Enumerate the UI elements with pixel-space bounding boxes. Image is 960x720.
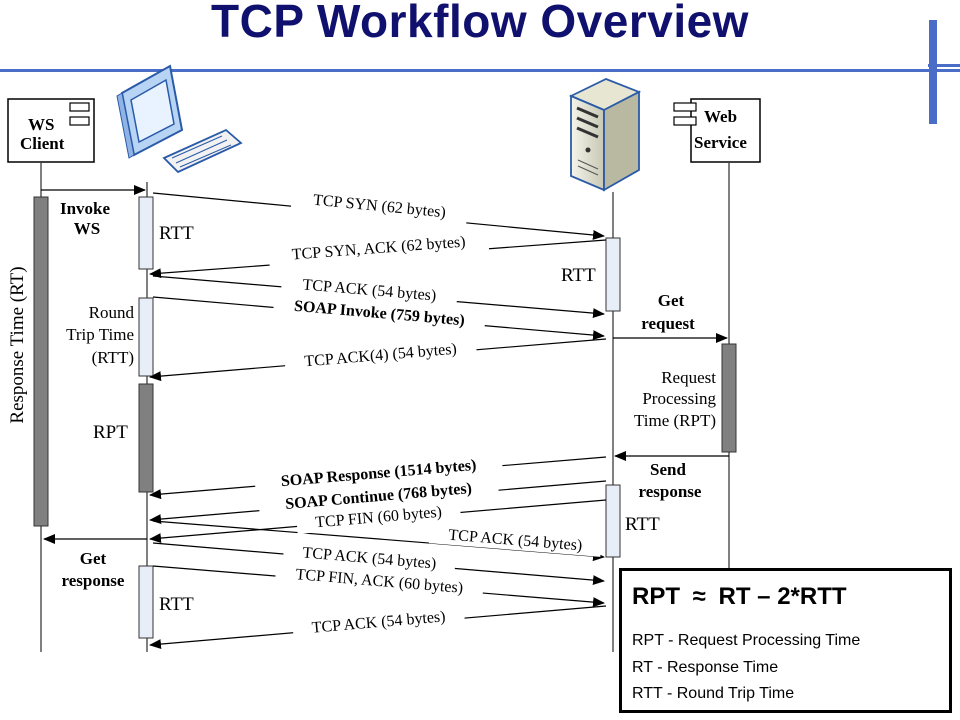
note-send-response-line2: response — [639, 482, 702, 501]
legend-formula-right: RT – 2*RTT — [718, 583, 847, 610]
activation-server-rtt-2 — [605, 484, 621, 558]
note-get-response-line2: response — [62, 571, 125, 590]
title-rule — [0, 69, 960, 72]
note-response-time: Response Time (RT) — [7, 266, 28, 423]
slide-title: TCP Workflow Overview — [211, 0, 749, 47]
ws-client-component: WS Client — [7, 98, 95, 163]
legend-formula: RPT ≈ RT – 2*RTT — [632, 583, 847, 611]
activation-response-time — [33, 196, 49, 527]
activation-client-rtt-1 — [138, 196, 154, 270]
note-rtt-server-1: RTT — [561, 265, 596, 286]
server-icon — [568, 78, 642, 192]
legend-line-rt: RT - Response Time — [632, 659, 779, 676]
approx-icon: ≈ — [692, 583, 706, 610]
note-rpt-client: RPT — [93, 422, 128, 443]
note-rtt-client-2: RTT — [159, 594, 194, 615]
annotations: Invoke WS Response Time (RT) Round Trip … — [7, 199, 716, 615]
legend-box: RPT ≈ RT – 2*RTT RPT - Request Processin… — [619, 568, 952, 713]
note-round-trip-line1: Round — [89, 303, 135, 322]
ws-client-label-line2: Client — [20, 134, 65, 153]
message-labels: TCP SYN (62 bytes) TCP SYN, ACK (62 byte… — [254, 189, 602, 640]
note-rtt-client-1: RTT — [159, 223, 194, 244]
note-invoke-ws-line1: Invoke — [60, 199, 111, 218]
note-round-trip-line3: (RTT) — [92, 348, 134, 367]
legend-line-rpt: RPT - Request Processing Time — [632, 632, 861, 649]
note-get-request-line1: Get — [658, 291, 685, 310]
legend-formula-left: RPT — [632, 583, 680, 610]
note-send-response-line1: Send — [650, 460, 686, 479]
label-tcp-syn: TCP SYN (62 bytes) — [312, 192, 446, 222]
note-rpt-server-line1: Request — [661, 368, 716, 387]
web-service-label-line1: Web — [704, 107, 737, 126]
activation-client-rtt-2 — [138, 297, 154, 377]
label-tcp-ack-last: TCP ACK (54 bytes) — [311, 608, 446, 636]
client-computer-icon — [116, 64, 243, 174]
label-tcp-ack-4: TCP ACK(4) (54 bytes) — [304, 341, 458, 371]
activation-web-service-rpt — [721, 343, 737, 453]
note-get-response-line1: Get — [80, 549, 107, 568]
web-service-label-line2: Service — [694, 133, 747, 152]
note-rtt-server-2: RTT — [625, 514, 660, 535]
activation-client-rpt — [138, 383, 154, 493]
web-service-component: Web Service — [673, 98, 761, 163]
note-rpt-server-line2: Processing — [642, 389, 716, 408]
activation-bars — [33, 196, 737, 639]
note-round-trip-line2: Trip Time — [66, 325, 134, 344]
note-invoke-ws-line2: WS — [74, 219, 100, 238]
corner-accent-horizontal — [928, 64, 960, 67]
activation-client-rtt-3 — [138, 565, 154, 639]
label-tcp-syn-ack: TCP SYN, ACK (62 bytes) — [291, 234, 466, 264]
activation-server-rtt-1 — [605, 237, 621, 312]
ws-client-label-line1: WS — [28, 115, 54, 134]
legend-line-rtt: RTT - Round Trip Time — [632, 685, 795, 702]
corner-accent-vertical — [929, 20, 937, 124]
note-get-request-line2: request — [641, 314, 695, 333]
note-rpt-server-line3: Time (RPT) — [634, 411, 716, 430]
